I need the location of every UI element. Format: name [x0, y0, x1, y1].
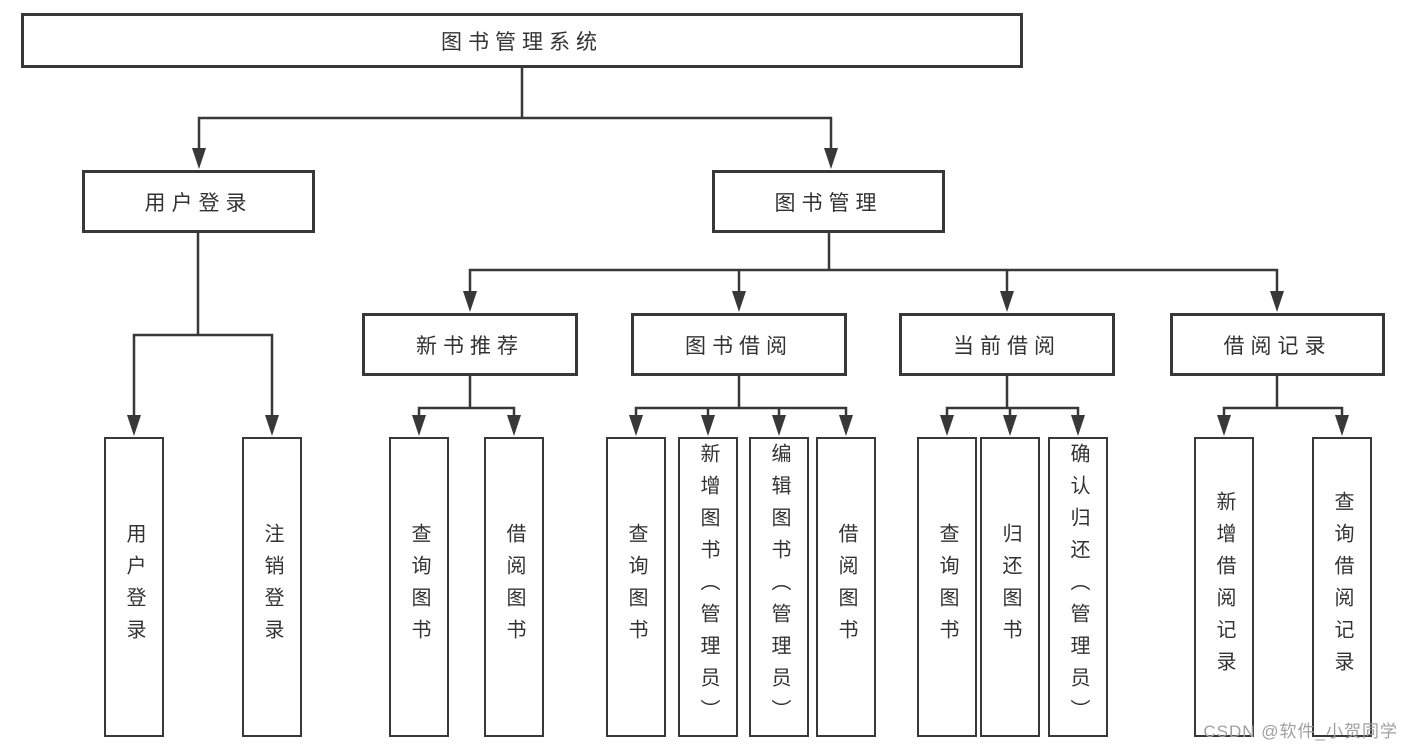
node-new-book-recommend: 新书推荐 [362, 313, 578, 376]
leaf-user-login: 用户登录 [104, 437, 164, 737]
node-root: 图书管理系统 [21, 13, 1023, 68]
node-borrow-records: 借阅记录 [1170, 313, 1385, 376]
leaf-add-books-admin: 新增图书（管理员） [678, 437, 738, 737]
csdn-watermark: CSDN @软件_小贺同学 [1203, 722, 1398, 741]
leaf-recommend-borrow-books: 借阅图书 [484, 437, 544, 737]
node-book-management: 图书管理 [712, 170, 945, 233]
leaf-borrow-borrow-books: 借阅图书 [816, 437, 876, 737]
leaf-confirm-return-admin: 确认归还（管理员） [1048, 437, 1108, 737]
node-current-borrow: 当前借阅 [899, 313, 1115, 376]
leaf-query-borrow-record: 查询借阅记录 [1312, 437, 1372, 737]
leaf-current-query-books: 查询图书 [917, 437, 977, 737]
leaf-recommend-query-books: 查询图书 [389, 437, 449, 737]
node-user-login: 用户登录 [82, 170, 315, 233]
leaf-logout-login: 注销登录 [242, 437, 302, 737]
arrowheads [127, 148, 1349, 436]
leaf-return-books: 归还图书 [980, 437, 1040, 737]
leaf-edit-books-admin: 编辑图书（管理员） [749, 437, 809, 737]
node-book-borrow: 图书借阅 [631, 313, 847, 376]
leaf-borrow-query-books: 查询图书 [606, 437, 666, 737]
leaf-add-borrow-record: 新增借阅记录 [1194, 437, 1254, 737]
